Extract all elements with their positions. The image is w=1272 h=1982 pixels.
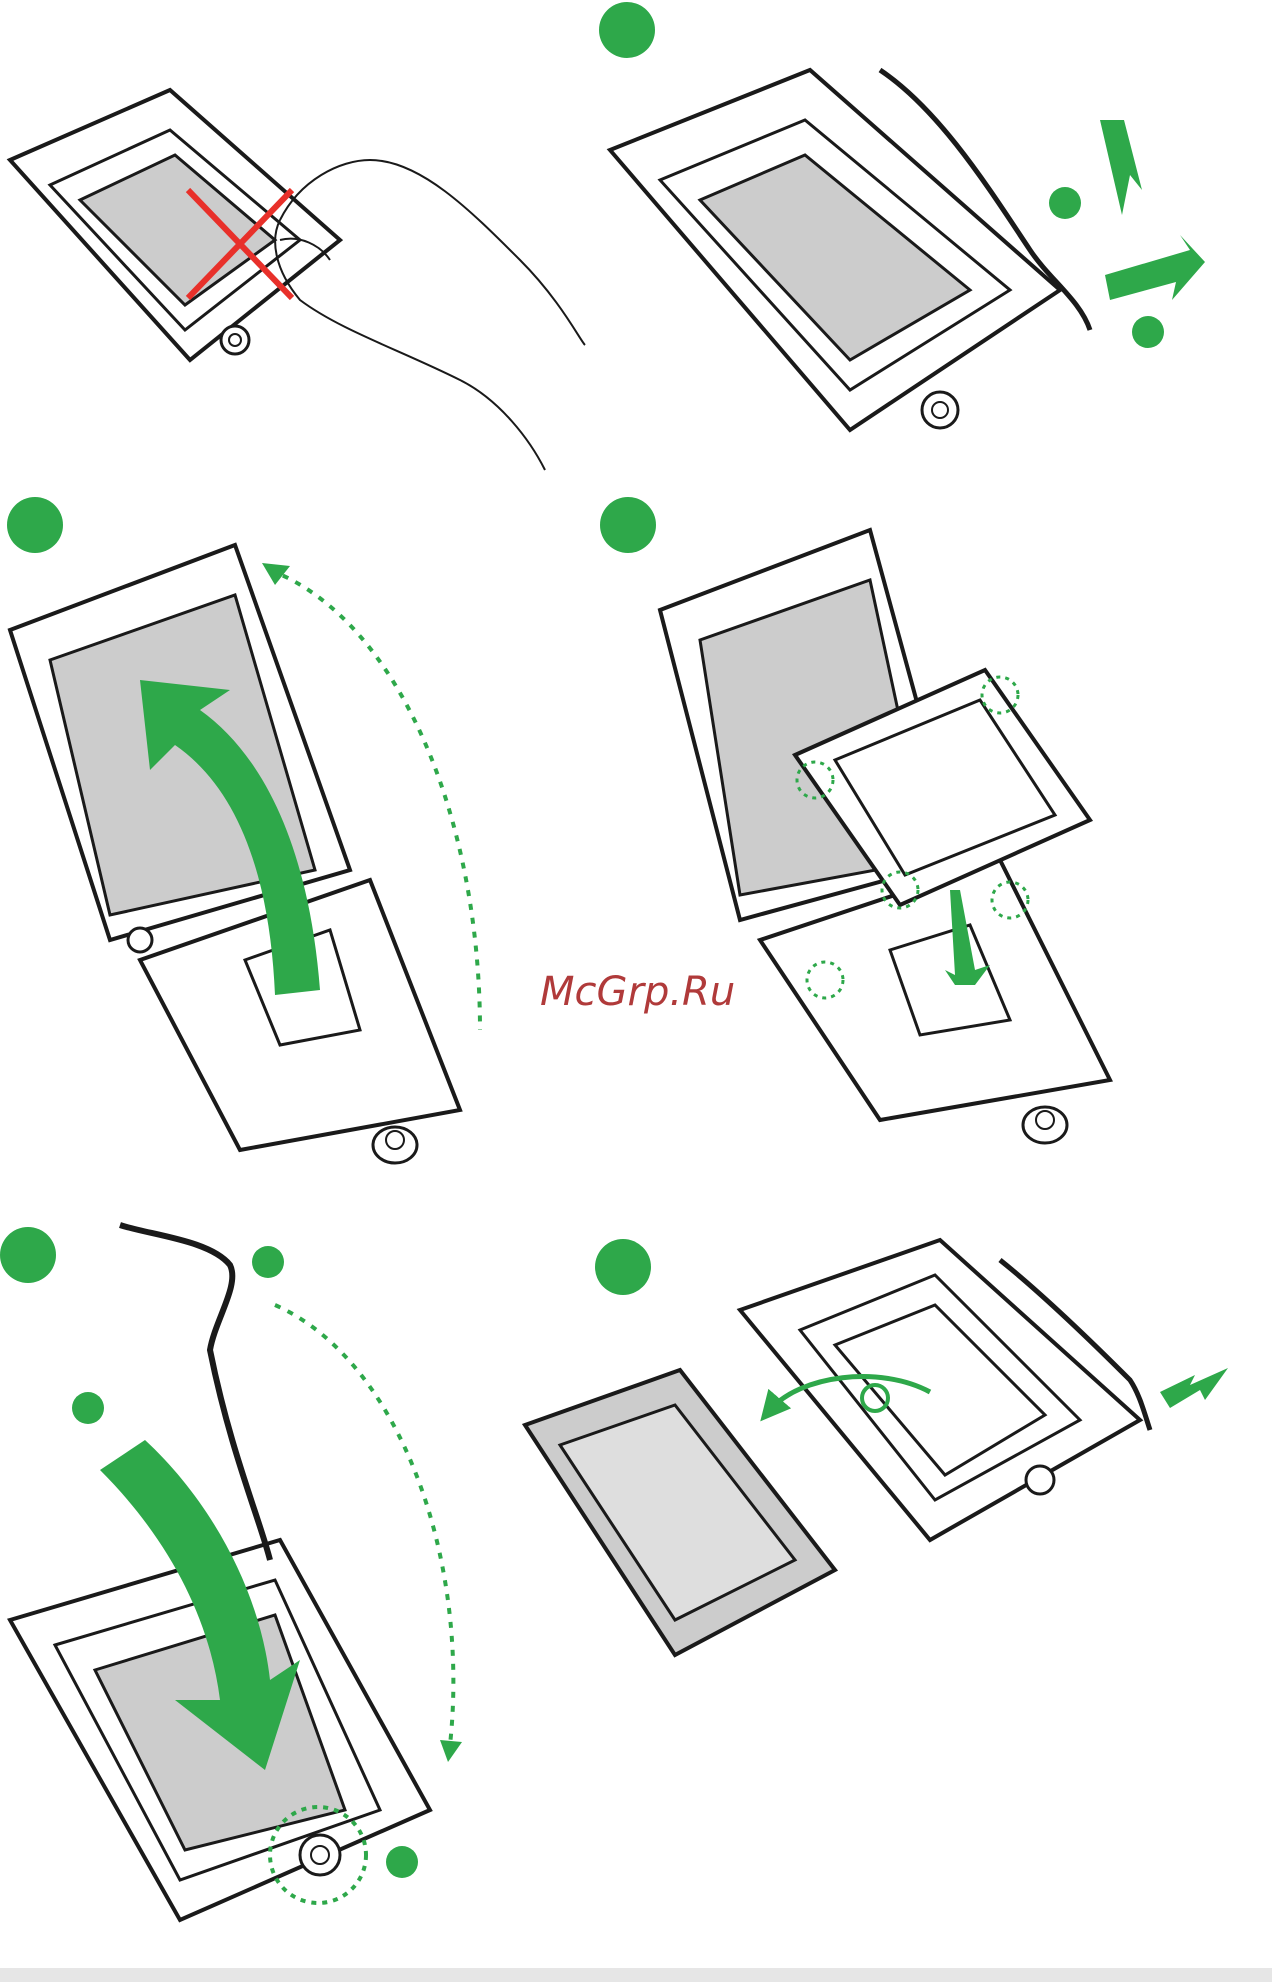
panel-remove-cap: [525, 1239, 1228, 1655]
substep-marker-b-icon: [72, 1392, 104, 1424]
substep-marker-b-icon: [1132, 316, 1164, 348]
step-marker-icon: [0, 1227, 56, 1283]
step-marker-icon: [599, 2, 655, 58]
socket-lever-released: [610, 70, 1090, 430]
step-marker-icon: [600, 497, 656, 553]
panel-lift-plate: [7, 497, 480, 1163]
step-marker-icon: [7, 497, 63, 553]
panel-release-lever: [599, 2, 1205, 430]
footer-rule: [0, 1968, 1272, 1982]
socket-plate-open: [10, 545, 460, 1150]
push-lever-arrow-icon: [1160, 1368, 1228, 1408]
panel-close-plate: [0, 1225, 462, 1920]
panel-do-not-touch: [10, 90, 585, 470]
protective-cap: [525, 1370, 835, 1655]
socket-closed: [10, 90, 340, 360]
step-marker-icon: [595, 1239, 651, 1295]
watermark-text: McGrp.Ru: [540, 969, 735, 1015]
panel-insert-cpu: [600, 497, 1110, 1143]
substep-marker-c-icon: [386, 1846, 418, 1878]
screw-icon: [373, 1127, 417, 1163]
screw-icon: [1023, 1107, 1067, 1143]
lever-arrows: [1100, 120, 1205, 300]
hand-illustration: [275, 160, 585, 470]
substep-marker-a-icon: [1049, 187, 1081, 219]
substep-marker-a-icon: [252, 1246, 284, 1278]
